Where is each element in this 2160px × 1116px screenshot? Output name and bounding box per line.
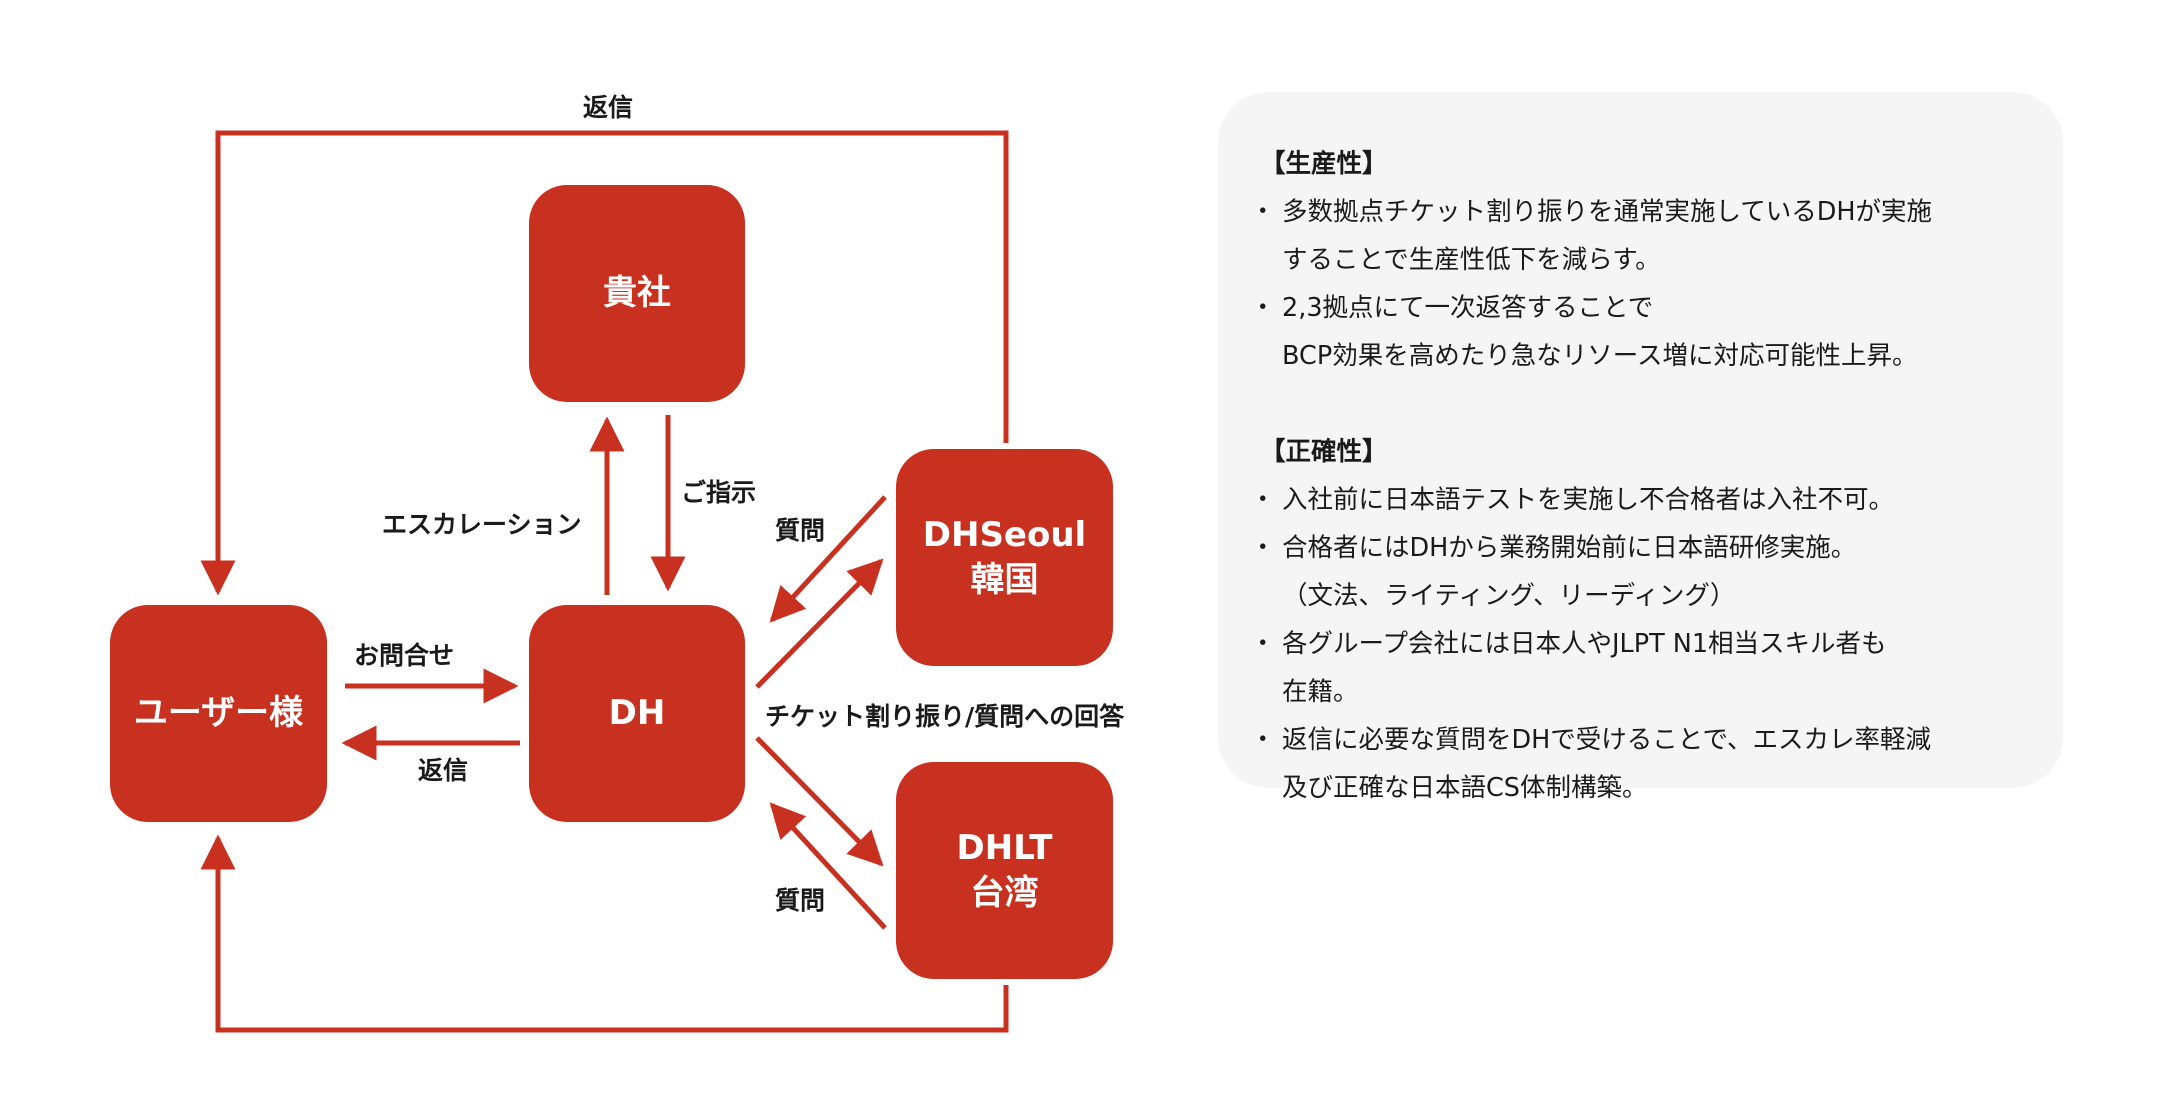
node-dh-label: DH [608,693,666,734]
accuracy-item: 入社前に日本語テストを実施し不合格者は入社不可。 [1250,476,2050,524]
ticket-seoul-arrow [755,558,884,689]
node-dhseoul-country: 韓国 [970,559,1039,600]
accuracy-item: 返信に必要な質問をDHで受けることで、エスカレ率軽減 及び正確な日本語CS体制構… [1250,716,2050,812]
label-instruction: ご指示 [681,478,757,507]
label-escalation: エスカレーション [382,510,582,539]
reply-bottom-connector [200,834,1009,1033]
label-reply-top: 返信 [583,93,634,122]
label-question-lower: 質問 [775,886,826,915]
accuracy-item: 各グループ会社には日本人やJLPT N1相当スキル者も 在籍。 [1250,620,2050,716]
productivity-item-line: BCP効果を高めたり急なリソース増に対応可能性上昇。 [1282,341,1918,371]
info-panel-content: 【生産性】 多数拠点チケット割り振りを通常実施しているDHが実施 することで生産… [1250,140,2050,812]
label-inquiry: お問合せ [354,641,455,670]
node-dhseoul-name: DHSeoul [922,515,1087,556]
accuracy-item-line: 入社前に日本語テストを実施し不合格者は入社不可。 [1282,485,1895,515]
accuracy-item-line: 各グループ会社には日本人やJLPT N1相当スキル者も [1282,629,1887,659]
productivity-item: 多数拠点チケット割り振りを通常実施しているDHが実施 することで生産性低下を減ら… [1250,188,2050,284]
label-reply-mid: 返信 [418,756,469,785]
node-dhlt-name: DHLT [956,828,1053,869]
productivity-title: 【生産性】 [1260,149,1388,179]
question-seoul-arrow [769,495,887,623]
accuracy-item: 合格者にはDHから業務開始前に日本語研修実施。 （文法、ライティング、リーディン… [1250,524,2050,620]
node-dhseoul: DHSeoul 韓国 [896,449,1113,666]
node-kisha-label: 貴社 [603,273,671,314]
accuracy-title: 【正確性】 [1260,437,1388,467]
productivity-item-line: 2,3拠点にて一次返答することで [1282,293,1654,323]
accuracy-item-line: 返信に必要な質問をDHで受けることで、エスカレ率軽減 [1282,725,1932,755]
question-dhlt-arrow [769,802,887,930]
productivity-item-line: することで生産性低下を減らす。 [1282,245,1661,275]
accuracy-item-line: 及び正確な日本語CS体制構築。 [1282,773,1648,803]
node-dhlt: DHLT 台湾 [896,762,1113,979]
productivity-item: 2,3拠点にて一次返答することで BCP効果を高めたり急なリソース増に対応可能性… [1250,284,2050,380]
node-kisha: 貴社 [529,185,745,402]
accuracy-item-line: （文法、ライティング、リーディング） [1282,581,1736,611]
node-dh: DH [529,605,745,822]
reply-top-connector [200,130,1009,596]
productivity-item-line: 多数拠点チケット割り振りを通常実施しているDHが実施 [1282,197,1933,227]
accuracy-item-line: 合格者にはDHから業務開始前に日本語研修実施。 [1282,533,1857,563]
node-user: ユーザー様 [110,605,327,822]
section-gap [1260,380,2050,428]
label-question-upper: 質問 [775,516,826,545]
ticket-dhlt-arrow [755,736,884,867]
label-ticket: チケット割り振り/質問への回答 [765,702,1125,731]
node-user-label: ユーザー様 [133,693,304,734]
accuracy-item-line: 在籍。 [1282,677,1359,707]
node-dhlt-country: 台湾 [970,872,1039,913]
